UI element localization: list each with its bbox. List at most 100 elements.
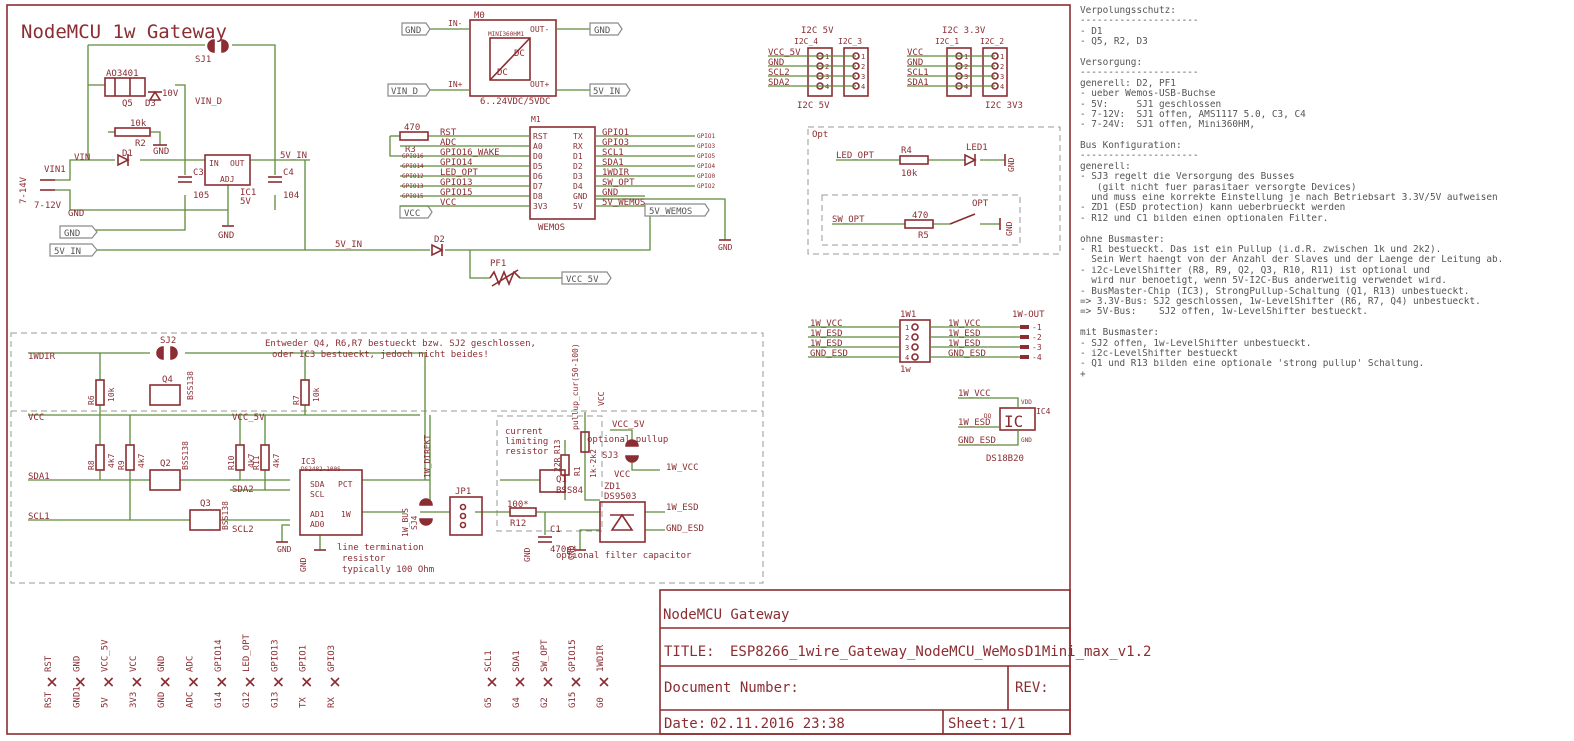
testpoint-ref-label: G15 bbox=[568, 692, 578, 708]
pf1-ref: PF1 bbox=[490, 259, 506, 269]
wemos-left-pin: D0 bbox=[533, 152, 543, 161]
testpoint-cross bbox=[543, 677, 553, 687]
note-line: - 7-24V: SJ1 offen, Mini360HM, bbox=[1080, 120, 1255, 131]
jp1-ref: JP1 bbox=[455, 487, 471, 497]
note-line: wird nur benoetigt, wenn 5V-I2C-Bus ande… bbox=[1080, 276, 1447, 287]
termination-2: resistor bbox=[342, 554, 386, 564]
onewire-pin bbox=[911, 323, 919, 331]
i2c-pin-number: 1 bbox=[1000, 53, 1004, 61]
note-line bbox=[1080, 224, 1570, 234]
testpoint-ref-label: G5 bbox=[484, 697, 494, 708]
opt-led-opt: LED_OPT bbox=[836, 151, 875, 161]
r6-ref: R6 bbox=[87, 395, 96, 405]
testpoint-ref-label: G0 bbox=[596, 697, 606, 708]
gnd-label-bus-a: GND bbox=[277, 545, 292, 554]
note-line: - Q5, R2, D3 bbox=[1080, 37, 1148, 48]
i2c-5v-title: I2C 5V bbox=[801, 26, 834, 36]
onewire-out-pin: -2 bbox=[1032, 333, 1042, 342]
wemos-left-gpio: GPIO12 bbox=[402, 173, 424, 180]
wemos-left-net: GPIO16_WAKE bbox=[440, 148, 500, 158]
testpoint-ref-label: TX bbox=[299, 697, 309, 708]
wemos-right-net: GPIO3 bbox=[602, 138, 629, 148]
ic1-ref: IC1 bbox=[240, 188, 256, 198]
1w1-ref: 1W1 bbox=[900, 310, 916, 320]
q5-ref: Q5 bbox=[122, 99, 133, 109]
wemos-right-pin: D1 bbox=[573, 152, 583, 161]
ic3-pin-sda: SDA bbox=[310, 480, 325, 489]
configuration-notes: Verpolungsschutz:---------------------- … bbox=[1080, 6, 1570, 380]
d3-value: 10V bbox=[162, 89, 179, 99]
q4-part: BSS138 bbox=[186, 371, 195, 400]
testpoint-cross bbox=[160, 677, 170, 687]
m0-part: MINI360HM1 bbox=[488, 31, 525, 38]
r11-ref: R11 bbox=[252, 455, 261, 470]
wemos-left-pin: D6 bbox=[533, 172, 543, 181]
ic1-value: 5V bbox=[240, 197, 251, 207]
i2c-pin-number: 3 bbox=[825, 73, 829, 81]
1w-out-label: 1W-OUT bbox=[1012, 310, 1045, 320]
r3-ref: R3 bbox=[405, 145, 416, 155]
i2c-net: GND bbox=[768, 58, 784, 68]
testpoint-cross bbox=[515, 677, 525, 687]
opt-gnd2: GND bbox=[1005, 221, 1014, 236]
m0-in-minus: IN- bbox=[448, 19, 462, 28]
onewire-pin-number: 1 bbox=[905, 324, 909, 332]
note-line: - BusMaster-Chip (IC3), StrongPullup-Sch… bbox=[1080, 286, 1470, 297]
bus-section bbox=[10, 332, 764, 584]
q3-part: BSS138 bbox=[221, 501, 230, 530]
i2c-net: GND bbox=[907, 58, 923, 68]
vin-d-label: VIN_D bbox=[195, 97, 222, 107]
note-line: mit Busmaster: bbox=[1080, 328, 1160, 339]
5v-wemos-flag bbox=[644, 203, 710, 217]
testpoint-ref-label: RX bbox=[327, 697, 337, 708]
ic3-ref: IC3 bbox=[301, 457, 316, 466]
schematic-title: NodeMCU 1w Gateway bbox=[21, 21, 227, 43]
i2c-33-bottom: I2C 3V3 bbox=[985, 101, 1023, 111]
wemos-right-pin: TX bbox=[573, 132, 583, 141]
wemos-left-net: GPIO13 bbox=[440, 178, 473, 188]
bus-note-line2: oder IC3 bestueckt, jedoch nicht beides! bbox=[272, 350, 489, 360]
current-limiting-1: current bbox=[505, 427, 543, 437]
c4-ref: C4 bbox=[283, 168, 294, 178]
testpoint-net-label: GND bbox=[72, 656, 82, 672]
opt-r4-value: 10k bbox=[901, 169, 918, 179]
wemos-right-pin: D4 bbox=[573, 182, 583, 191]
testpoint-net-label: GND bbox=[157, 656, 167, 672]
wemos-right-pin: RX bbox=[573, 142, 583, 151]
i2c-pin-number: 3 bbox=[1000, 73, 1004, 81]
testpoint-net-label: RST bbox=[44, 655, 54, 672]
m0-in-plus: IN+ bbox=[448, 80, 463, 89]
r11-value: 4k7 bbox=[272, 453, 281, 468]
onewire-out-pin: -3 bbox=[1032, 343, 1042, 352]
gnd-label-bus-c: GND bbox=[523, 547, 532, 562]
testpoint-cross bbox=[273, 677, 283, 687]
zd1-part: DS9503 bbox=[604, 492, 637, 502]
wemos-right-net: GPIO1 bbox=[602, 128, 629, 138]
i2c-header-body bbox=[982, 47, 1008, 97]
d1-ref: D1 bbox=[122, 149, 133, 159]
vcc-flag-text: VCC bbox=[404, 209, 420, 219]
ds18b20-net-esd: 1W_ESD bbox=[958, 418, 991, 428]
r7-value: 10k bbox=[312, 387, 321, 402]
vcc-5v-flag-text: VCC_5V bbox=[566, 275, 599, 285]
gnd-flag-left-text: GND bbox=[64, 229, 80, 239]
note-line: - Q1 und R13 bilden eine optionale 'stro… bbox=[1080, 359, 1425, 370]
wemos-right-gpio: GPIO5 bbox=[697, 153, 715, 160]
i2c-pin-number: 3 bbox=[861, 73, 865, 81]
note-line: (gilt nicht fuer parasitaer versorgte De… bbox=[1080, 182, 1357, 193]
onewire-pad bbox=[1020, 325, 1029, 329]
wemos-module bbox=[389, 126, 731, 241]
gnd-label-bus-d: GND bbox=[567, 545, 576, 560]
r2-ref: R2 bbox=[135, 139, 146, 149]
onewire-net-right: 1W_VCC bbox=[948, 319, 981, 329]
q5-part: AO3401 bbox=[106, 69, 139, 79]
i2c-pin-number: 4 bbox=[1000, 83, 1004, 91]
note-line: - 5V: SJ1 geschlossen bbox=[1080, 99, 1222, 110]
note-line: - ueber Wemos-USB-Buchse bbox=[1080, 89, 1216, 100]
note-line: --------------------- bbox=[1080, 68, 1199, 79]
i2c-net: SDA2 bbox=[768, 78, 790, 88]
r12-ref: R12 bbox=[510, 519, 526, 529]
m0-gnd-in: GND bbox=[405, 26, 421, 36]
5v-in-flag-left-text: 5V_IN bbox=[54, 247, 81, 257]
